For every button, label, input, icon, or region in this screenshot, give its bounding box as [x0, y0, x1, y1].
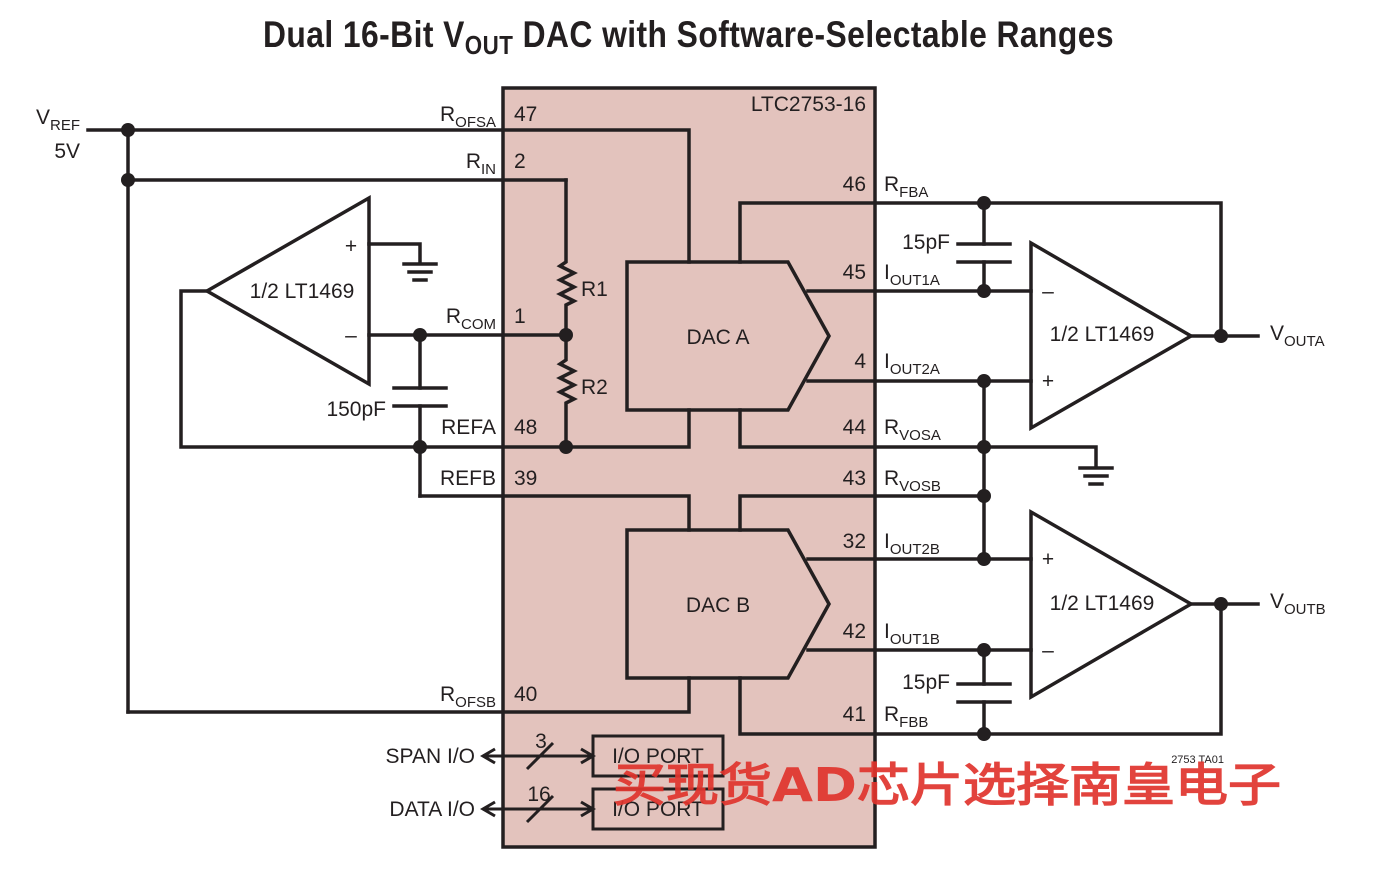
pin-rofsb-num: 40	[514, 683, 537, 706]
cap-150pf-label: 150pF	[326, 398, 386, 421]
cap-15pf-a-label: 15pF	[902, 231, 950, 254]
pin-rofsa-name: ROFSA	[440, 103, 496, 131]
pin-iout1a-num: 45	[843, 261, 866, 284]
pin-rin-name: RIN	[466, 150, 496, 178]
pin-iout2b-num: 32	[843, 530, 866, 553]
figure-code: 2753 TA01	[1171, 754, 1224, 766]
data-io-label: DATA I/O	[389, 798, 475, 821]
ref-amp-label: 1/2 LT1469	[250, 280, 355, 303]
pin-rfba-num: 46	[843, 173, 866, 196]
pin-refa-num: 48	[514, 416, 537, 439]
pin-iout2a-num: 4	[854, 350, 866, 373]
io-buses	[480, 741, 596, 824]
out-amp-b-label: 1/2 LT1469	[1050, 592, 1155, 615]
out-amp-a-plus: +	[1042, 370, 1054, 393]
pin-iout1b-name: IOUT1B	[884, 620, 940, 648]
span-bits-label: 3	[535, 730, 547, 753]
pin-rcom-name: RCOM	[446, 305, 496, 333]
out-amp-b-minus: –	[1042, 639, 1054, 662]
ref-amp-minus: –	[345, 324, 357, 347]
pin-rvosb-num: 43	[843, 467, 866, 490]
vref-voltage: 5V	[54, 140, 80, 163]
pin-rofsa-num: 47	[514, 103, 537, 126]
ref-amp-plus: +	[345, 235, 357, 258]
vouta-label: VOUTA	[1270, 322, 1325, 350]
out-amp-a-triangle	[1029, 239, 1195, 432]
pin-refa-name: REFA	[441, 416, 496, 439]
out-amp-b-triangle	[1029, 508, 1195, 701]
pin-rin-num: 2	[514, 150, 526, 173]
out-amp-a-label: 1/2 LT1469	[1050, 323, 1155, 346]
out-amp-a-minus: –	[1042, 280, 1054, 303]
data-bits-label: 16	[527, 783, 550, 806]
pin-rfbb-num: 41	[843, 703, 866, 726]
pin-rfbb-name: RFBB	[884, 703, 928, 731]
pin-iout2a-name: IOUT2A	[884, 350, 940, 378]
r2-label: R2	[581, 376, 608, 399]
dac-a-label: DAC A	[686, 326, 749, 349]
pin-iout2b-name: IOUT2B	[884, 530, 940, 558]
cap-15pf-b-label: 15pF	[902, 671, 950, 694]
watermark-text: 买现货AD芯片选择南皇电子	[613, 758, 1281, 812]
r1-label: R1	[581, 278, 608, 301]
pin-iout1a-name: IOUT1A	[884, 261, 940, 289]
pin-rfba-name: RFBA	[884, 173, 928, 201]
span-io-label: SPAN I/O	[386, 745, 475, 768]
ic-name-label: LTC2753-16	[751, 93, 866, 116]
dac-a-block	[625, 260, 832, 412]
junction-dots	[121, 123, 1228, 741]
vref-label: VREF	[36, 106, 80, 134]
pin-rcom-num: 1	[514, 305, 526, 328]
io-port-span-label: I/O PORT	[612, 745, 704, 768]
page-title: Dual 16-Bit VOUT DAC with Software-Selec…	[262, 14, 1115, 60]
voutb-label: VOUTB	[1270, 590, 1326, 618]
pin-rofsb-name: ROFSB	[440, 683, 496, 711]
pin-rvosa-name: RVOSA	[884, 416, 941, 444]
out-amp-b-plus: +	[1042, 548, 1054, 571]
pin-iout1b-num: 42	[843, 620, 866, 643]
pin-rvosb-name: RVOSB	[884, 467, 941, 495]
pin-refb-name: REFB	[440, 467, 496, 490]
pin-refb-num: 39	[514, 467, 537, 490]
io-port-data-label: I/O PORT	[612, 798, 704, 821]
ref-amp-triangle	[203, 194, 371, 388]
dac-b-block	[625, 528, 832, 680]
dac-b-label: DAC B	[686, 594, 750, 617]
pin-rvosa-num: 44	[843, 416, 867, 439]
vref-wiring	[86, 128, 691, 714]
